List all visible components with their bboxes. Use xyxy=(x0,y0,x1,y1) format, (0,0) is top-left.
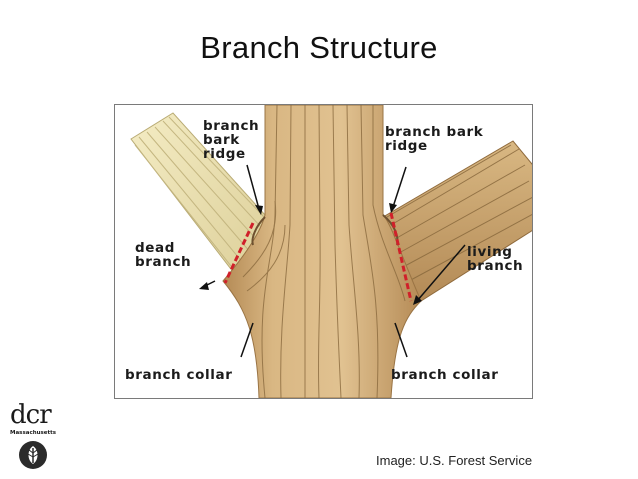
right-collar-callout xyxy=(394,322,408,358)
left-collar-callout xyxy=(240,322,254,358)
label-right-branch-bark-ridge: branch bark ridge xyxy=(385,124,484,154)
label-living-branch: living branch xyxy=(467,244,524,274)
label-left-branch-collar: branch collar xyxy=(125,367,233,383)
label-dead-branch: dead branch xyxy=(135,240,192,270)
living-branch-callout xyxy=(416,244,466,302)
left-branch-bark-ridge xyxy=(251,216,266,246)
right-cut-line xyxy=(389,212,413,302)
label-right-branch-collar: branch collar xyxy=(391,367,499,383)
logo-text: dcr xyxy=(10,400,52,430)
slide-title: Branch Structure xyxy=(200,30,438,65)
living-branch-arrowhead xyxy=(413,295,422,305)
image-credit: Image: U.S. Forest Service xyxy=(376,453,533,468)
right-ridge-arrowhead xyxy=(389,203,397,213)
dcr-massachusetts-logo: dcr Massachusetts xyxy=(10,400,62,470)
left-cut-line xyxy=(223,222,255,284)
leaf-seal-icon xyxy=(19,441,47,469)
left-ridge-arrowhead xyxy=(255,205,263,215)
label-left-branch-bark-ridge: branch bark ridge xyxy=(203,118,260,162)
right-ridge-callout xyxy=(392,166,407,208)
dead-branch-arrowhead xyxy=(199,282,209,290)
left-ridge-callout xyxy=(246,164,260,210)
tree-illustration xyxy=(130,105,532,398)
logo-subtitle: Massachusetts xyxy=(10,430,57,436)
branch-structure-diagram: branch bark ridge branch bark ridge dead… xyxy=(114,104,533,399)
